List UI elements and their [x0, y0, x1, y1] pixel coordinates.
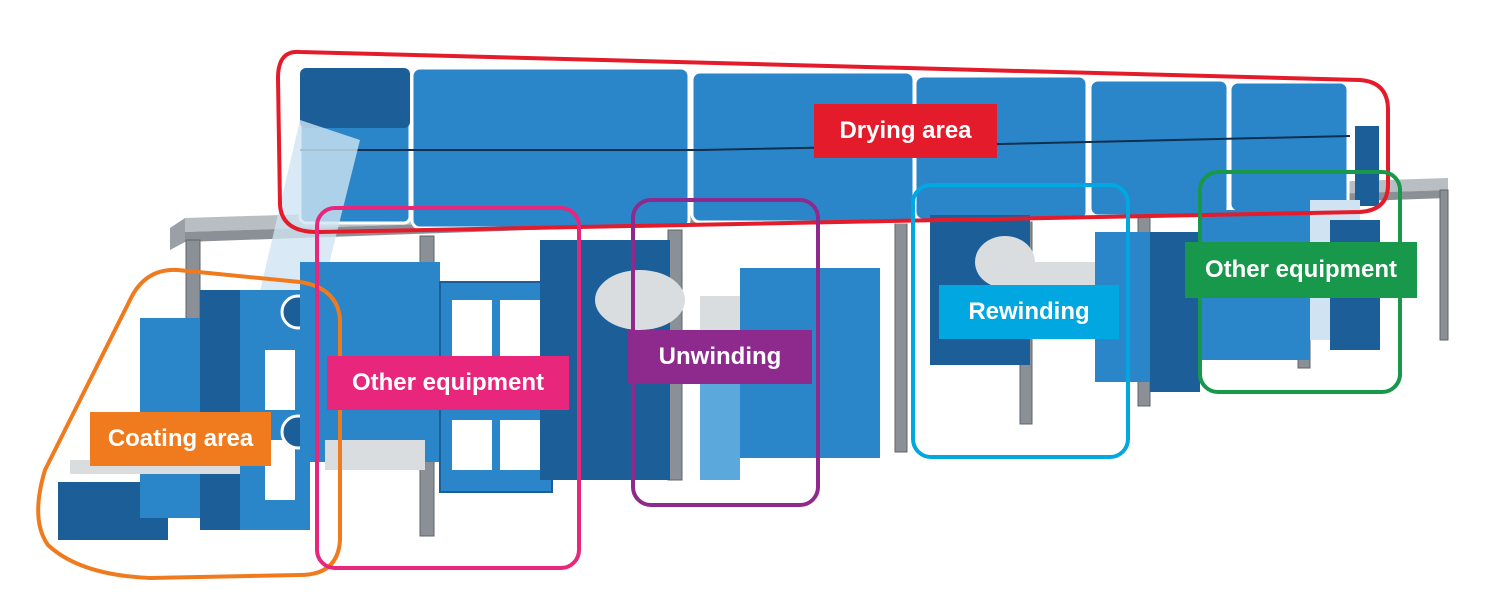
- other-equipment-right-label: Other equipment: [1185, 242, 1417, 298]
- drying-area-label: Drying area: [814, 104, 997, 158]
- machine-illustration: [58, 66, 1449, 540]
- other-equipment-left-label: Other equipment: [327, 356, 569, 410]
- rewinding-outline: [911, 183, 1130, 459]
- unwinding-label: Unwinding: [628, 330, 812, 384]
- coating-area-label: Coating area: [90, 412, 271, 466]
- drying-area-outline: [275, 49, 1390, 235]
- other-equipment-left-outline: [315, 206, 581, 570]
- rewinding-label: Rewinding: [939, 285, 1119, 339]
- coating-area-outline: [36, 267, 342, 581]
- coating-machine: [58, 290, 316, 540]
